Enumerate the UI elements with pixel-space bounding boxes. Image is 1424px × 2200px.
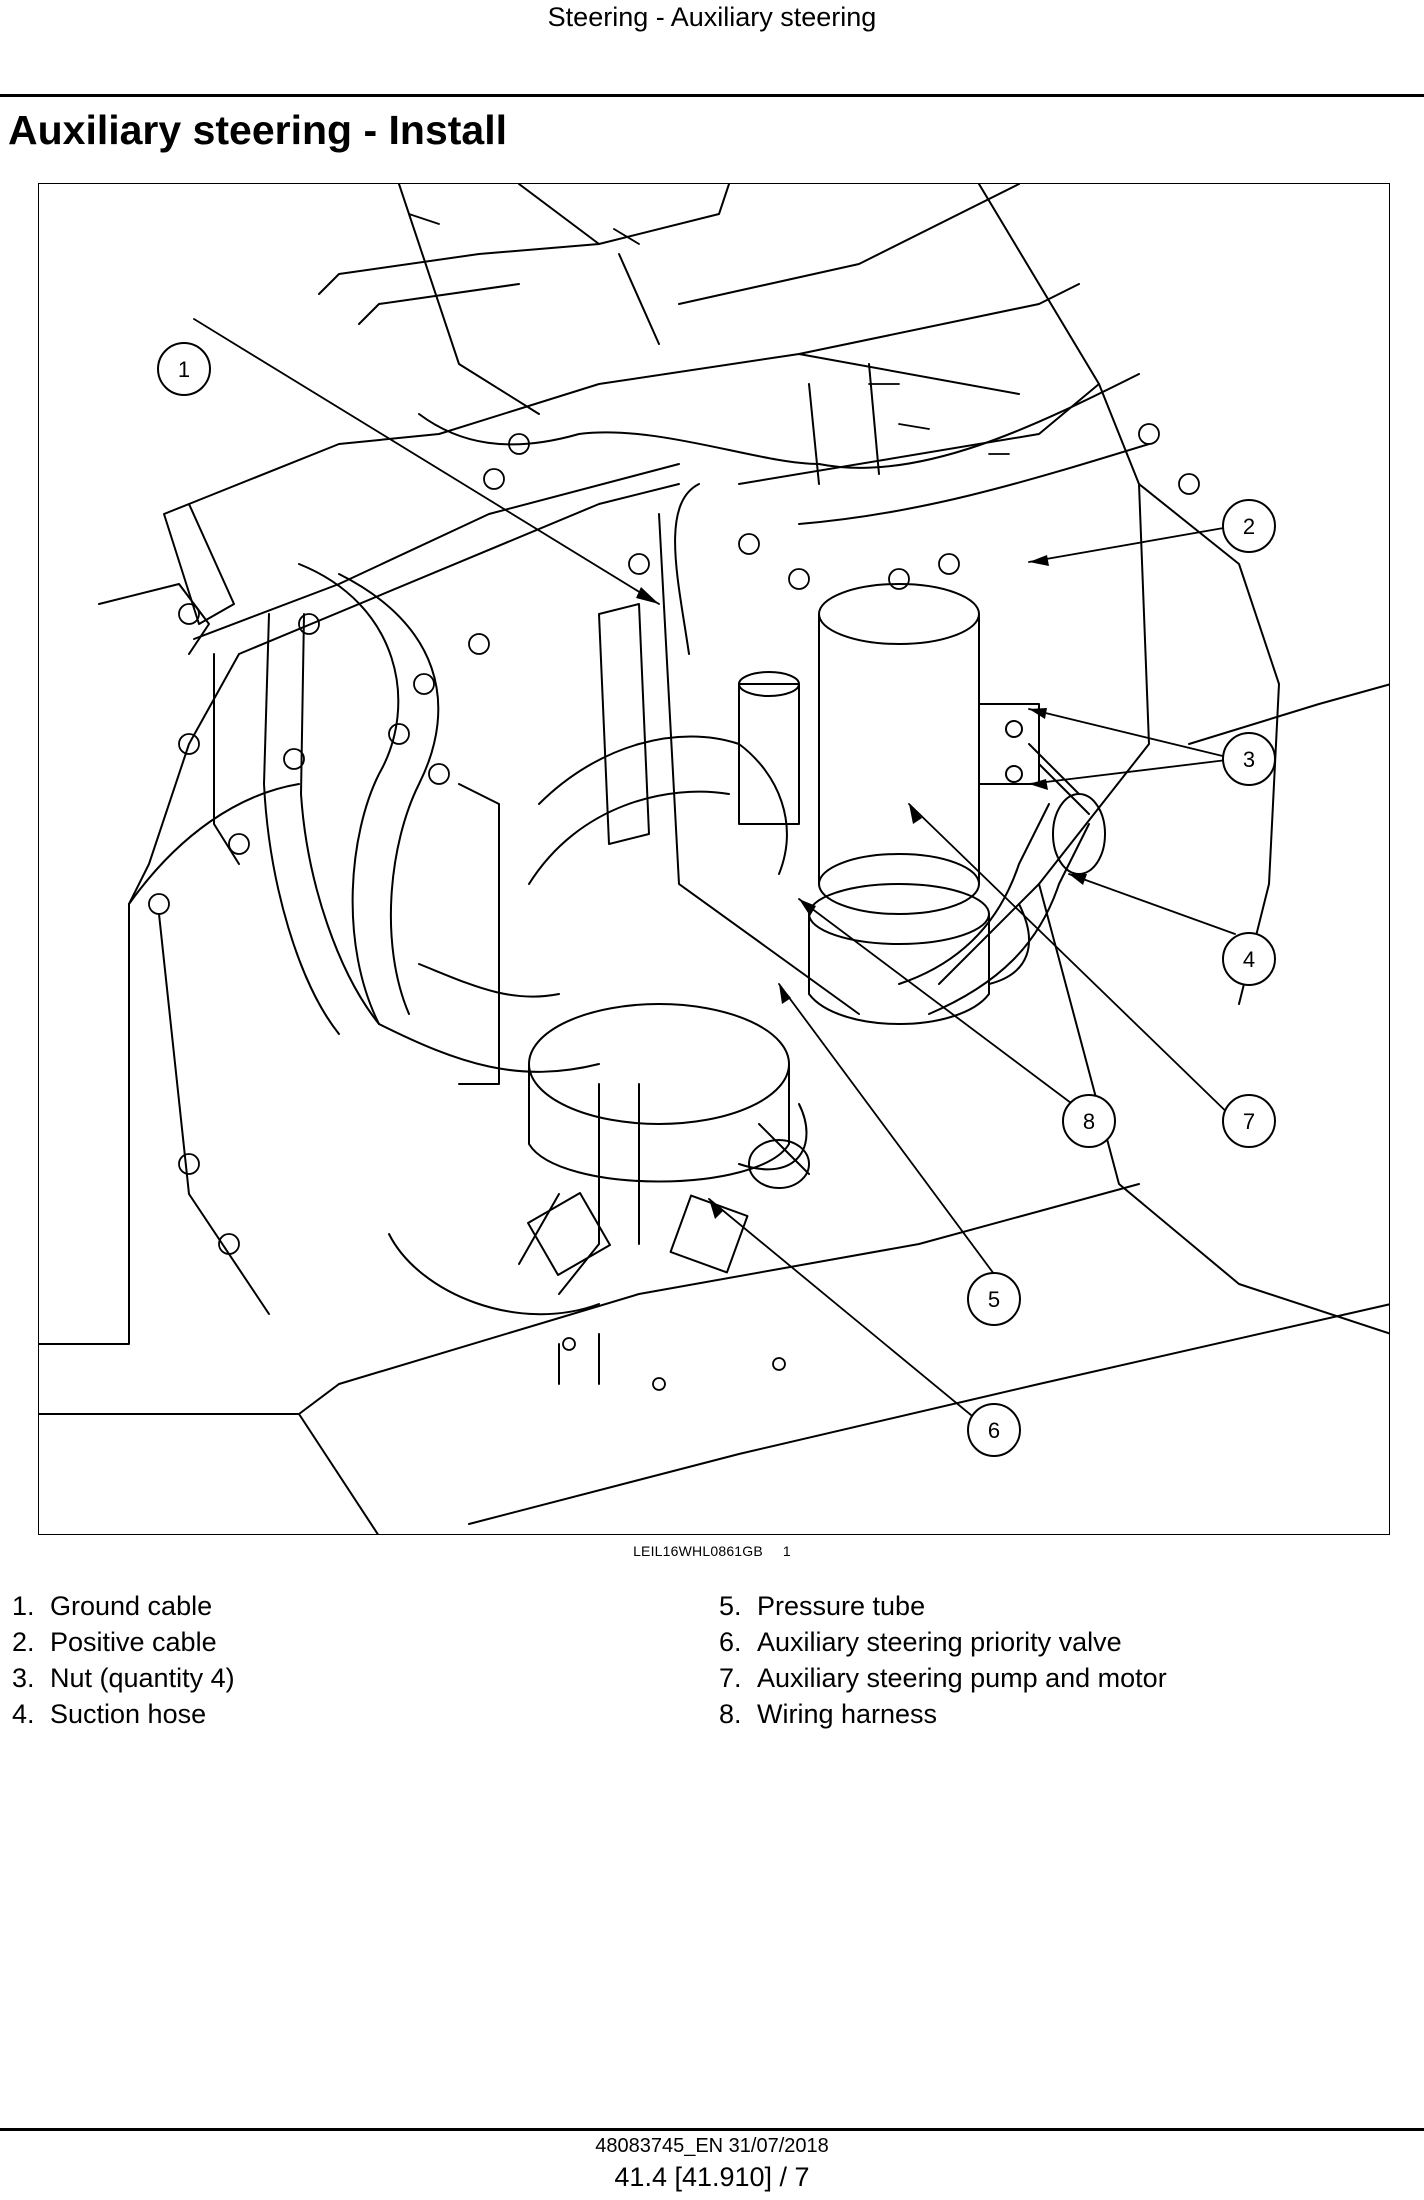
legend-column-left: 1. Ground cable 2. Positive cable 3. Nut (q… [12,1588,235,1732]
legend-text: Positive cable [50,1627,217,1657]
legend-text: Wiring harness [757,1699,938,1729]
legend-column-right: 5. Pressure tube 6. Auxiliary steering pri… [719,1588,1167,1732]
legend-item: 2. Positive cable [12,1624,235,1660]
legend-text: Auxiliary steering priority valve [757,1627,1122,1657]
legend-item: 5. Pressure tube [719,1588,1167,1624]
legend-number: 8. [719,1699,742,1729]
legend-text: Nut (quantity 4) [50,1663,235,1693]
legend-number: 3. [12,1663,35,1693]
footer-document-id: 48083745_EN 31/07/2018 [595,2135,829,2157]
technical-illustration: 1 2 3 4 5 6 7 8 [39,184,1389,1534]
callout-8: 8 [1083,1109,1095,1134]
legend-text: Ground cable [50,1591,213,1621]
callout-5: 5 [988,1287,1000,1312]
pump-motor-drawing [738,583,1106,1025]
running-header: Steering - Auxiliary steering [547,2,877,32]
legend-item: 3. Nut (quantity 4) [12,1660,235,1696]
legend-item: 8. Wiring harness [719,1696,1167,1732]
machine-frame [39,184,1389,1534]
leader-lines [193,318,1240,1435]
footer-rule [0,2128,1424,2131]
callout-2: 2 [1243,514,1255,539]
header-rule [0,94,1424,97]
legend-number: 2. [12,1627,35,1657]
legend-item: 6. Auxiliary steering priority valve [719,1624,1167,1660]
figure-number: 1 [782,1543,791,1559]
figure-caption: LEIL16WHL0861GB 1 [0,1543,1424,1559]
illustration-frame: 1 2 3 4 5 6 7 8 [38,183,1390,1535]
legend-text: Auxiliary steering pump and motor [757,1663,1167,1693]
callout-bubbles [157,342,1276,1457]
legend-item: 4. Suction hose [12,1696,235,1732]
callout-7: 7 [1243,1109,1255,1134]
callout-1: 1 [178,357,190,382]
callout-4: 4 [1243,947,1255,972]
legend-item: 7. Auxiliary steering pump and motor [719,1660,1167,1696]
legend-number: 6. [719,1627,742,1657]
page-title: Auxiliary steering - Install [8,107,507,153]
callout-3: 3 [1243,747,1255,772]
figure-code: LEIL16WHL0861GB [633,1543,763,1559]
legend-item: 1. Ground cable [12,1588,235,1624]
legend-number: 4. [12,1699,35,1729]
footer-page-reference: 41.4 [41.910] / 7 [614,2162,810,2192]
fasteners [148,213,1200,1391]
callout-labels: 1 2 3 4 5 6 7 8 [178,357,1255,1443]
legend-text: Suction hose [50,1699,207,1729]
priority-valve-drawing [388,1003,810,1385]
hoses [263,373,1150,1073]
callout-6: 6 [988,1418,1000,1443]
legend-text: Pressure tube [757,1591,926,1621]
legend-number: 5. [719,1591,742,1621]
arrowheads [636,555,1087,1219]
legend-number: 7. [719,1663,742,1693]
legend-number: 1. [12,1591,35,1621]
